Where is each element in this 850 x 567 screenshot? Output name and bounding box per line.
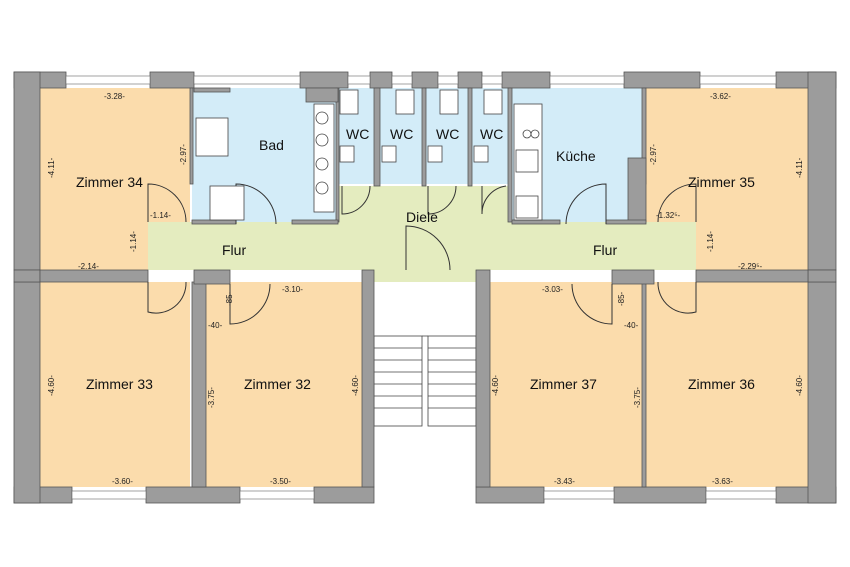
label-zimmer-37: Zimmer 37 — [530, 376, 597, 392]
dim-z32-right: -4.60- — [351, 375, 360, 396]
walls — [13, 71, 837, 504]
dim-z32-85: -85- — [225, 291, 234, 306]
label-zimmer-34: Zimmer 34 — [76, 174, 143, 190]
label-diele: Diele — [406, 209, 438, 225]
dim-z35-top: -3.62- — [710, 92, 731, 101]
dim-z37-left: -4.60- — [491, 375, 500, 396]
dim-z37-bottom: -3.43- — [554, 477, 575, 486]
label-wc-1: WC — [346, 126, 369, 142]
dim-z36-right: -4.60- — [795, 375, 804, 396]
label-wc-3: WC — [436, 126, 459, 142]
label-zimmer-32: Zimmer 32 — [244, 376, 311, 392]
label-flur-left: Flur — [222, 242, 246, 258]
dim-z36-40: -40- — [624, 321, 639, 330]
doors — [147, 183, 697, 325]
dim-z34-flur: -1.14- — [129, 231, 138, 252]
label-bad: Bad — [259, 137, 284, 153]
dim-z35-door: -1.32⁵- — [656, 211, 681, 220]
dim-flur-left: -3.10- — [282, 285, 303, 294]
dim-flur-right: -3.03- — [542, 285, 563, 294]
dim-z34-right: -2.97- — [179, 144, 188, 165]
room-zimmer-32 — [206, 282, 362, 487]
dim-z34-top: -3.28- — [104, 92, 125, 101]
dim-z34-bottom: -2.14- — [78, 262, 99, 271]
dim-z36-left: -3.75- — [633, 387, 642, 408]
dimensions: -3.28- -4.11- -2.97- -1.14- -1.14- -2.14… — [47, 92, 804, 486]
label-wc-4: WC — [480, 126, 503, 142]
dim-z32-left: -3.75- — [207, 387, 216, 408]
dim-z33-bottom: -3.60- — [112, 477, 133, 486]
dim-z34-door: -1.14- — [150, 211, 171, 220]
dim-z35-flur: -1.14- — [706, 231, 715, 252]
label-zimmer-33: Zimmer 33 — [86, 376, 153, 392]
fixtures — [195, 89, 543, 221]
stairwell — [374, 282, 476, 487]
room-flur-diele — [148, 186, 696, 282]
dim-z33-left: -4.60- — [47, 375, 56, 396]
room-zimmer-36 — [646, 282, 808, 487]
label-zimmer-36: Zimmer 36 — [688, 376, 755, 392]
dim-z35-left: -2.97- — [649, 144, 658, 165]
label-flur-right: Flur — [593, 242, 617, 258]
dim-z35-bottom: -2.29⁵- — [738, 262, 763, 271]
dim-z36-bottom: -3.63- — [712, 477, 733, 486]
windows — [65, 75, 777, 500]
dim-z36-85: -85- — [617, 291, 626, 306]
label-kueche: Küche — [556, 148, 596, 164]
label-wc-2: WC — [390, 126, 413, 142]
room-zimmer-37 — [490, 282, 642, 487]
dim-z34-left: -4.11- — [47, 157, 56, 178]
dim-z35-right: -4.11- — [795, 157, 804, 178]
dim-z32-bottom: -3.50- — [270, 477, 291, 486]
room-zimmer-33 — [40, 282, 190, 487]
label-zimmer-35: Zimmer 35 — [688, 174, 755, 190]
dim-z32-40: -40- — [208, 321, 223, 330]
